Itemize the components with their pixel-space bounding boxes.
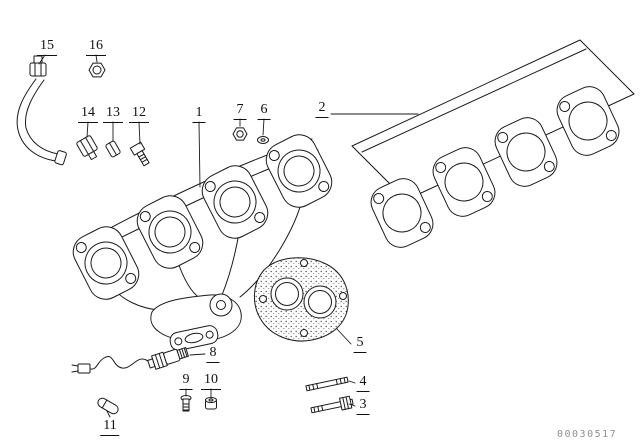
bolt-12-drawing	[129, 141, 150, 167]
callout-8: 8	[206, 346, 220, 363]
callout-3: 3	[356, 398, 370, 415]
flange-plate-drawing	[351, 39, 635, 248]
nut-16-drawing	[88, 62, 106, 78]
callout-10: 10	[201, 373, 221, 390]
washer-6-drawing	[257, 136, 269, 144]
fitting-14-drawing	[76, 135, 98, 161]
callout-11: 11	[100, 419, 120, 436]
callout-4: 4	[356, 375, 370, 392]
sensor-drawing	[71, 347, 189, 374]
nut-10-drawing	[205, 397, 217, 410]
hose-drawing	[16, 55, 67, 166]
sleeve-13-drawing	[105, 140, 121, 158]
document-number: 00030517	[557, 429, 618, 440]
callout-9: 9	[179, 373, 193, 390]
gasket-drawing	[254, 257, 349, 342]
tube-11-drawing	[97, 397, 119, 415]
stud-3-drawing	[310, 395, 354, 414]
screw-9-drawing	[180, 395, 192, 412]
callout-1: 1	[192, 106, 206, 123]
callout-5: 5	[353, 336, 367, 353]
manifold-drawing	[72, 134, 333, 351]
callout-16: 16	[86, 39, 106, 56]
stud-4-drawing	[305, 376, 349, 392]
callout-12: 12	[129, 106, 149, 123]
callout-14: 14	[78, 106, 98, 123]
callout-6: 6	[257, 103, 271, 120]
callout-2: 2	[315, 101, 329, 118]
leader-lines	[38, 54, 419, 418]
callout-13: 13	[103, 106, 123, 123]
nut-7-drawing	[232, 127, 248, 141]
callout-15: 15	[37, 39, 57, 56]
callout-7: 7	[233, 103, 247, 120]
